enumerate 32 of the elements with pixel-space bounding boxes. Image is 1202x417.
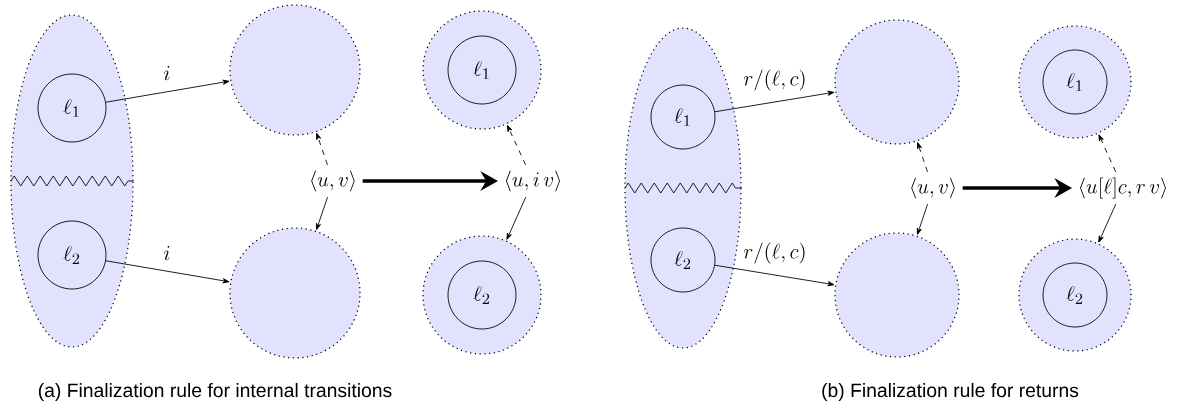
dotted-circle	[834, 19, 960, 145]
dotted-ellipse	[624, 27, 742, 349]
formula-label: $\langle u,v\rangle$	[911, 177, 955, 199]
dotted-circle	[834, 232, 960, 358]
caption: (a) Finalization rule for internal transitions	[38, 383, 392, 401]
dotted-circle	[1018, 238, 1132, 352]
arrow	[916, 203, 928, 235]
arrow	[105, 79, 230, 103]
arrow	[714, 264, 835, 287]
dotted-ellipse	[10, 14, 134, 348]
edge-label: $r/(\ell,c)$	[744, 242, 805, 264]
arrow	[316, 196, 328, 231]
dotted-circle	[1018, 25, 1132, 139]
edge-label: $i$	[164, 246, 170, 261]
dotted-circle	[422, 10, 542, 130]
edge-label: $i$	[164, 66, 170, 81]
arrow	[507, 124, 527, 166]
arrow	[1098, 203, 1117, 243]
arrow	[917, 142, 928, 173]
dotted-circle	[422, 235, 542, 355]
arrow	[105, 260, 230, 284]
dotted-circle	[229, 4, 361, 136]
formula-label: $\langle u,v\rangle$	[311, 170, 355, 192]
edge-label: $r/(\ell,c)$	[744, 69, 805, 91]
arrow	[506, 196, 527, 240]
arrow	[1098, 134, 1117, 173]
arrow	[714, 90, 835, 113]
formula-label: $\langle u[\ell]c,r\,v\rangle$	[1080, 177, 1166, 199]
caption: (b) Finalization rule for returns	[822, 383, 1079, 401]
dotted-circle	[229, 227, 361, 359]
arrow	[316, 132, 328, 166]
formula-label: $\langle u,i\,v\rangle$	[505, 170, 561, 192]
